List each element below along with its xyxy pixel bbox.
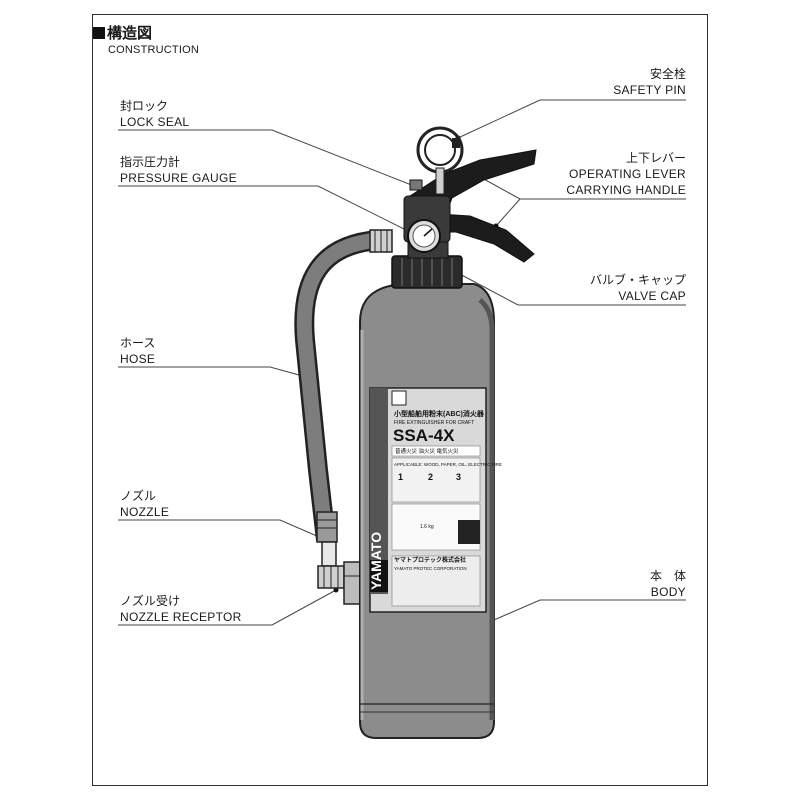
nozzle-shape (316, 511, 345, 589)
leader-hose (118, 366, 311, 379)
label-weight: 1.6 kg (420, 524, 434, 530)
label-valve-cap: バルブ・キャップ VALVE CAP (589, 273, 686, 303)
product-label-panel (369, 387, 487, 613)
label-model: SSA-4X (393, 426, 455, 445)
leader-valve-cap (455, 271, 686, 306)
label-step-1: 1 (398, 472, 403, 482)
label-usage-en: APPLICABLE: WOOD, PAPER, OIL, ELECTRIC F… (394, 462, 502, 467)
label-maker-en: YAMATO PROTEC CORPORATION (394, 566, 467, 571)
leader-nozzle-receptor (118, 589, 337, 626)
leader-safety-pin (457, 99, 686, 139)
safety-pin-shape (416, 126, 464, 195)
label-brand: YAMATO (368, 532, 384, 590)
label-nozzle-receptor: ノズル受け NOZZLE RECEPTOR (120, 594, 242, 624)
heading-jp: 構造図 (107, 24, 153, 42)
label-nozzle: ノズル NOZZLE (120, 489, 170, 519)
leader-lock-seal (118, 129, 415, 187)
leader-pressure-gauge (118, 185, 411, 233)
leader-lines (118, 99, 686, 641)
diagram-heading: 構造図 CONSTRUCTION (93, 24, 199, 56)
label-maker-jp: ヤマトプロテック株式会社 (394, 556, 466, 564)
label-step-3: 3 (456, 472, 461, 482)
label-hose: ホース HOSE (120, 336, 156, 366)
pressure-gauge-shape (407, 219, 441, 253)
square-bullet-icon (93, 27, 105, 39)
heading-en: CONSTRUCTION (108, 44, 200, 56)
label-safety-pin: 安全栓 SAFETY PIN (613, 67, 686, 97)
label-body: 本 体 BODY (649, 569, 686, 599)
hose-shape (294, 229, 393, 542)
leader-nozzle (118, 519, 327, 541)
label-operating-lever: 上下レバー OPERATING LEVER CARRYING HANDLE (566, 151, 686, 197)
label-lock-seal: 封ロック LOCK SEAL (120, 99, 190, 129)
diagram-frame (92, 14, 708, 786)
leader-carrying-handle (495, 198, 521, 227)
label-usage-jp: 普通火災 油火災 電気火災 (395, 447, 459, 455)
label-title-en: FIRE EXTINGUISHER FOR CRAFT (394, 420, 474, 426)
lock-seal-shape (409, 179, 423, 191)
label-step-2: 2 (428, 472, 433, 482)
label-title-jp: 小型船舶用粉末(ABC)消火器 (393, 409, 485, 418)
label-pressure-gauge: 指示圧力計 PRESSURE GAUGE (120, 155, 237, 185)
valve-cap-shape (391, 239, 463, 289)
